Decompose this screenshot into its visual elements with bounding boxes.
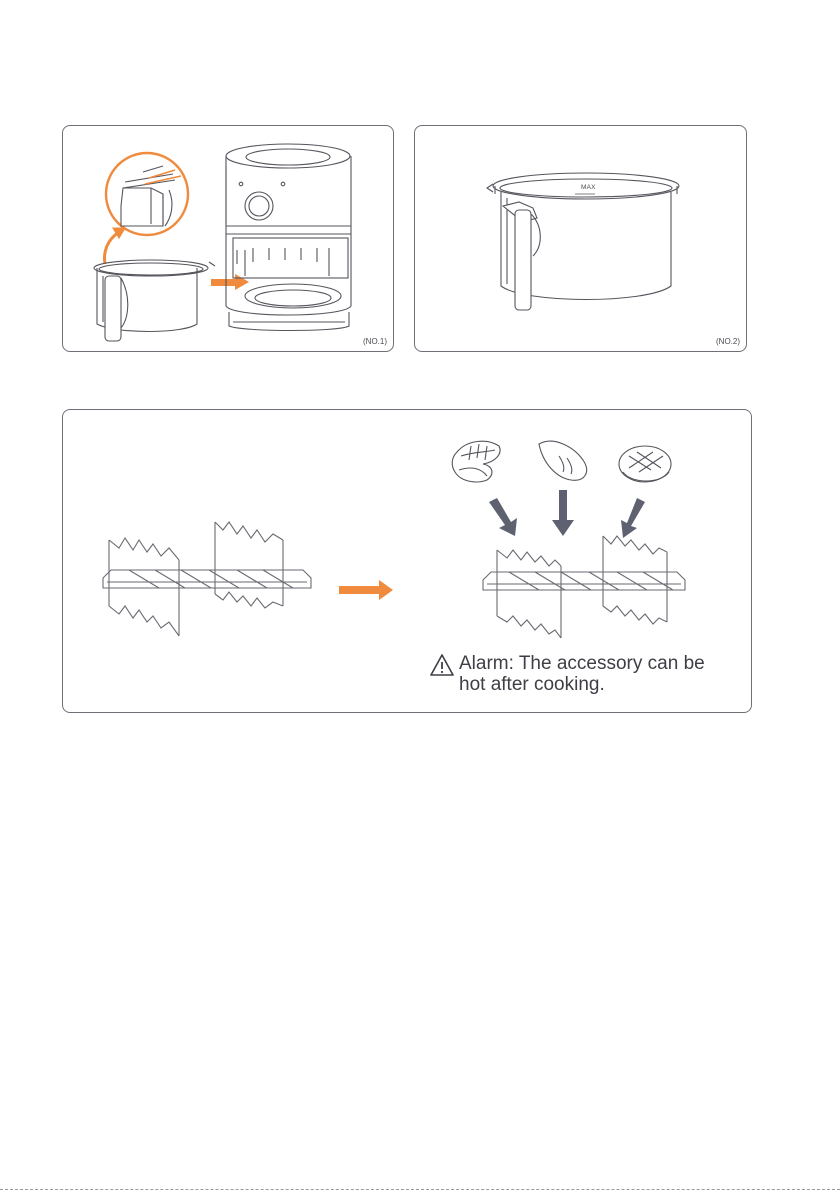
alarm-text-line1: Alarm: The accessory can be	[459, 653, 705, 674]
arrow-down-icon	[621, 498, 645, 538]
alarm-text-line2: hot after cooking.	[459, 674, 605, 695]
arrow-down-icon	[489, 498, 517, 536]
rack-accessory-panel: Alarm: The accessory can be hot after co…	[62, 409, 752, 713]
wire-rack-left	[103, 522, 311, 636]
figure-panel-no2: MAX (NO.2)	[414, 125, 747, 352]
arrow-right-icon	[339, 580, 393, 600]
arrow-down-icon	[552, 490, 574, 536]
shrimp-food-icon	[452, 441, 500, 482]
basket-max-line-illustration	[415, 126, 748, 353]
steak-food-icon	[619, 446, 671, 482]
max-fill-mark: MAX	[581, 184, 596, 191]
figure-label-no1: (NO.1)	[363, 337, 387, 346]
figure-label-no2: (NO.2)	[716, 337, 740, 346]
chicken-breast-food-icon	[539, 441, 587, 480]
wire-rack-right	[483, 536, 685, 638]
figure-panel-no1: (NO.1)	[62, 125, 394, 352]
air-fryer-basket-insert-illustration	[63, 126, 395, 353]
warning-triangle-icon	[429, 653, 455, 677]
page-bottom-rule	[0, 1189, 840, 1190]
